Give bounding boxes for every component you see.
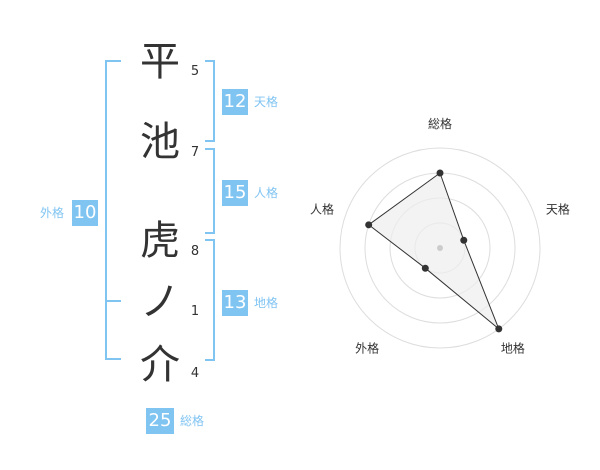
gai-bracket-bottom (105, 298, 121, 360)
gai-label: 外格 (40, 206, 65, 220)
name-char-3: 虎 (140, 218, 180, 264)
jin-label: 人格 (254, 186, 279, 200)
stroke-count-1: 5 (190, 64, 200, 79)
jin-value-badge: 15 (222, 180, 248, 206)
chi-label: 地格 (254, 296, 279, 310)
ten-value-badge: 12 (222, 89, 248, 115)
radar-point-1 (436, 169, 444, 177)
radar-point-4 (421, 264, 429, 272)
stroke-count-4: 1 (190, 304, 200, 319)
radar-axis-label-5: 人格 (310, 202, 334, 217)
radar-point-5 (365, 221, 373, 229)
name-char-5: 介 (140, 342, 180, 388)
radar-ring-4 (339, 147, 541, 349)
radar-axis-label-1: 総格 (428, 116, 452, 131)
stroke-count-2: 7 (190, 145, 200, 160)
radar-point-2 (460, 236, 468, 244)
chi-bracket (205, 239, 215, 361)
stroke-count-3: 8 (190, 244, 200, 259)
ten-bracket (205, 60, 215, 142)
ten-label: 天格 (254, 95, 279, 109)
stroke-count-5: 4 (190, 366, 200, 381)
name-char-2: 池 (140, 119, 180, 165)
name-char-1: 平 (140, 39, 180, 85)
radar-point-3 (495, 325, 503, 333)
radar-polygon (367, 172, 500, 330)
name-char-4: ノ (140, 279, 180, 325)
radar-axis-label-4: 外格 (355, 340, 379, 355)
sou-value-badge: 25 (146, 408, 174, 434)
sou-label: 総格 (180, 414, 205, 428)
radar-center-dot (437, 245, 443, 251)
chi-value-badge: 13 (222, 290, 248, 316)
gai-value-badge: 10 (72, 200, 98, 226)
radar-axis-label-3: 地格 (501, 340, 525, 355)
jin-bracket (205, 148, 215, 234)
gai-bracket-top (105, 60, 121, 302)
radar-axis-label-2: 天格 (546, 202, 570, 217)
